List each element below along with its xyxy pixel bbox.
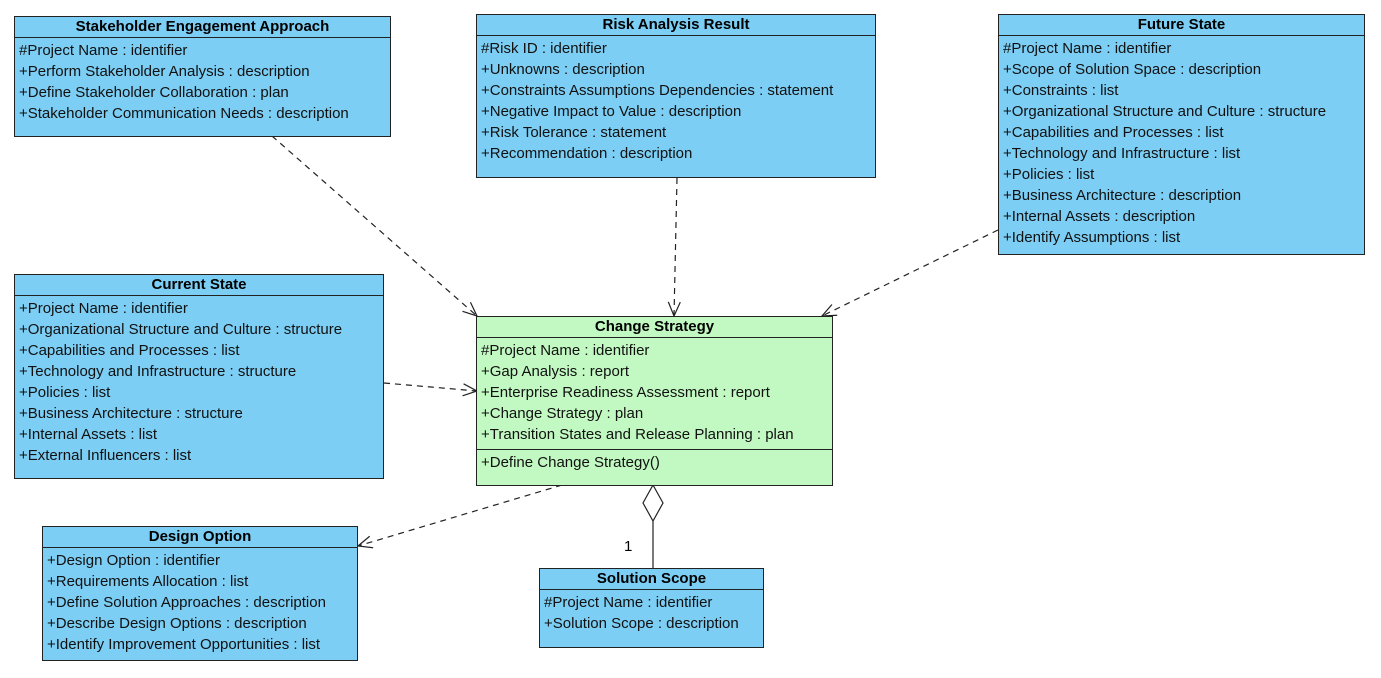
- attribute-list: #Risk ID : identifier +Unknowns : descri…: [477, 36, 875, 168]
- attribute-list: #Project Name : identifier +Scope of Sol…: [999, 36, 1364, 252]
- class-title: Risk Analysis Result: [477, 15, 875, 36]
- attribute: +Policies : list: [1003, 166, 1095, 183]
- attribute-list: +Project Name : identifier +Organization…: [15, 296, 383, 470]
- dependency-future-to-change: [822, 229, 999, 316]
- attribute: +Design Option : identifier: [47, 552, 221, 569]
- attribute: #Project Name : identifier: [481, 342, 650, 359]
- attribute: +Perform Stakeholder Analysis : descript…: [19, 63, 310, 80]
- attribute: +Business Architecture : structure: [19, 405, 243, 422]
- attribute-list: #Project Name : identifier +Gap Analysis…: [477, 338, 832, 449]
- attribute: +Enterprise Readiness Assessment : repor…: [481, 384, 770, 401]
- attribute: +Change Strategy : plan: [481, 405, 644, 422]
- attribute: +Internal Assets : list: [19, 426, 157, 443]
- class-current-state[interactable]: Current State +Project Name : identifier…: [14, 274, 384, 479]
- attribute: +Technology and Infrastructure : structu…: [19, 363, 297, 380]
- attribute: +Define Stakeholder Collaboration : plan: [19, 84, 289, 101]
- class-risk-analysis-result[interactable]: Risk Analysis Result #Risk ID : identifi…: [476, 14, 876, 178]
- operation-list: +Define Change Strategy(): [477, 449, 832, 477]
- attribute: #Project Name : identifier: [544, 594, 713, 611]
- operation: +Define Change Strategy(): [481, 454, 660, 471]
- attribute: +Scope of Solution Space : description: [1003, 61, 1262, 78]
- attribute-list: +Design Option : identifier +Requirement…: [43, 548, 357, 659]
- attribute: +Business Architecture : description: [1003, 187, 1242, 204]
- class-design-option[interactable]: Design Option +Design Option : identifie…: [42, 526, 358, 661]
- attribute: #Project Name : identifier: [19, 42, 188, 59]
- attribute: +Recommendation : description: [481, 145, 693, 162]
- class-stakeholder-engagement-approach[interactable]: Stakeholder Engagement Approach #Project…: [14, 16, 391, 137]
- attribute: +Gap Analysis : report: [481, 363, 629, 380]
- attribute: +Unknowns : description: [481, 61, 645, 78]
- attribute: +Internal Assets : description: [1003, 208, 1196, 225]
- attribute: +Constraints : list: [1003, 82, 1119, 99]
- attribute: +Requirements Allocation : list: [47, 573, 249, 590]
- class-title: Future State: [999, 15, 1364, 36]
- attribute: +Organizational Structure and Culture : …: [1003, 103, 1327, 120]
- attribute: +Negative Impact to Value : description: [481, 103, 742, 120]
- attribute: #Risk ID : identifier: [481, 40, 607, 57]
- attribute: #Project Name : identifier: [1003, 40, 1172, 57]
- attribute: +Organizational Structure and Culture : …: [19, 321, 343, 338]
- attribute: +Define Solution Approaches : descriptio…: [47, 594, 326, 611]
- attribute: +Capabilities and Processes : list: [1003, 124, 1224, 141]
- class-change-strategy[interactable]: Change Strategy #Project Name : identifi…: [476, 316, 833, 486]
- attribute: +Solution Scope : description: [544, 615, 739, 632]
- attribute: +Describe Design Options : description: [47, 615, 307, 632]
- class-title: Design Option: [43, 527, 357, 548]
- class-title: Change Strategy: [477, 317, 832, 338]
- class-future-state[interactable]: Future State #Project Name : identifier …: [998, 14, 1365, 255]
- attribute-list: #Project Name : identifier +Perform Stak…: [15, 38, 390, 128]
- aggregation-diamond: [642, 483, 664, 523]
- attribute: +Identify Assumptions : list: [1003, 229, 1181, 246]
- dependency-current-to-change: [383, 382, 477, 391]
- attribute: +Technology and Infrastructure : list: [1003, 145, 1241, 162]
- dependency-risk-to-change: [674, 177, 677, 316]
- class-title: Stakeholder Engagement Approach: [15, 17, 390, 38]
- attribute: +Transition States and Release Planning …: [481, 426, 794, 443]
- attribute-list: #Project Name : identifier +Solution Sco…: [540, 590, 763, 638]
- attribute: +Policies : list: [19, 384, 111, 401]
- attribute: +Constraints Assumptions Dependencies : …: [481, 82, 834, 99]
- attribute: +Risk Tolerance : statement: [481, 124, 667, 141]
- dependency-change-to-design: [358, 484, 563, 546]
- attribute: +Identify Improvement Opportunities : li…: [47, 636, 321, 653]
- attribute: +External Influencers : list: [19, 447, 192, 464]
- attribute: +Project Name : identifier: [19, 300, 188, 317]
- dependency-stakeholder-to-change: [271, 135, 477, 316]
- class-title: Current State: [15, 275, 383, 296]
- attribute: +Capabilities and Processes : list: [19, 342, 240, 359]
- multiplicity-label: 1: [624, 538, 633, 555]
- attribute: +Stakeholder Communication Needs : descr…: [19, 105, 349, 122]
- class-title: Solution Scope: [540, 569, 763, 590]
- class-solution-scope[interactable]: Solution Scope #Project Name : identifie…: [539, 568, 764, 648]
